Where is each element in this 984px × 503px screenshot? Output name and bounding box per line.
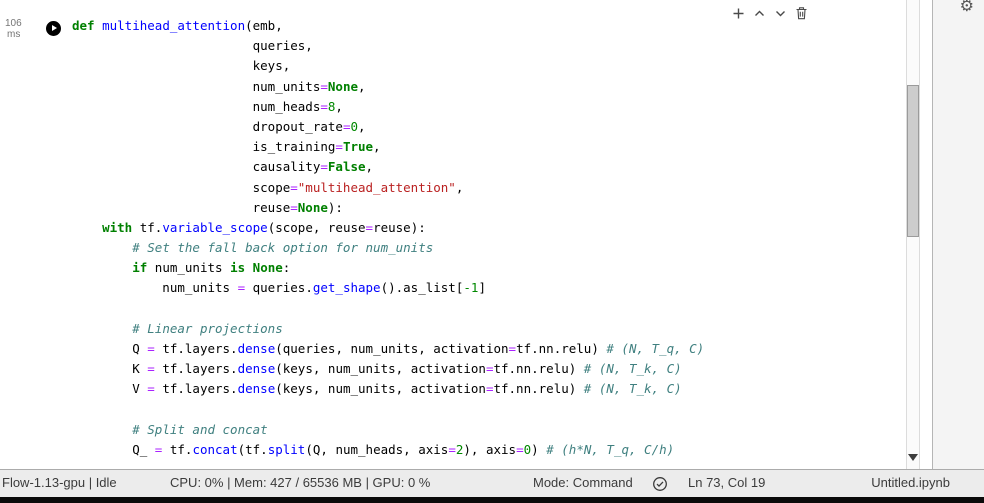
trash-icon xyxy=(795,6,808,23)
status-bar: Flow-1.13-gpu | Idle CPU: 0% | Mem: 427 … xyxy=(0,469,984,497)
right-panel: ⚙ xyxy=(932,0,984,469)
settings-gear-icon[interactable]: ⚙ xyxy=(959,0,974,15)
chevron-down-icon xyxy=(774,7,787,23)
scrollbar-thumb[interactable] xyxy=(907,85,919,237)
chevron-up-icon xyxy=(753,7,766,23)
code-cell: 106 ms def multihead_attention(emb, quer… xyxy=(5,0,920,469)
insert-cell-button[interactable] xyxy=(730,6,747,23)
execution-time-value: 106 xyxy=(5,18,22,29)
execution-time-unit: ms xyxy=(7,29,21,40)
editor-scrollbar[interactable] xyxy=(906,0,920,469)
delete-cell-button[interactable] xyxy=(793,6,810,23)
notebook-filename: Untitled.ipynb xyxy=(871,475,950,490)
move-cell-up-button[interactable] xyxy=(751,6,768,23)
plus-icon xyxy=(732,7,745,23)
kernel-status[interactable]: Flow-1.13-gpu | Idle xyxy=(2,475,117,490)
cursor-position[interactable]: Ln 73, Col 19 xyxy=(688,475,766,490)
status-check-icon xyxy=(652,476,668,495)
cell-toolbar xyxy=(730,6,810,23)
scroll-down-arrow-icon xyxy=(908,454,918,461)
editor-mode[interactable]: Mode: Command xyxy=(533,475,633,490)
run-button[interactable] xyxy=(46,21,61,36)
execution-time: 106 ms xyxy=(5,18,22,40)
window-edge xyxy=(0,497,984,503)
code-editor[interactable]: def multihead_attention(emb, queries, ke… xyxy=(72,18,705,457)
play-icon xyxy=(52,25,57,31)
move-cell-down-button[interactable] xyxy=(772,6,789,23)
resource-usage: CPU: 0% | Mem: 427 / 65536 MB | GPU: 0 % xyxy=(170,475,431,490)
